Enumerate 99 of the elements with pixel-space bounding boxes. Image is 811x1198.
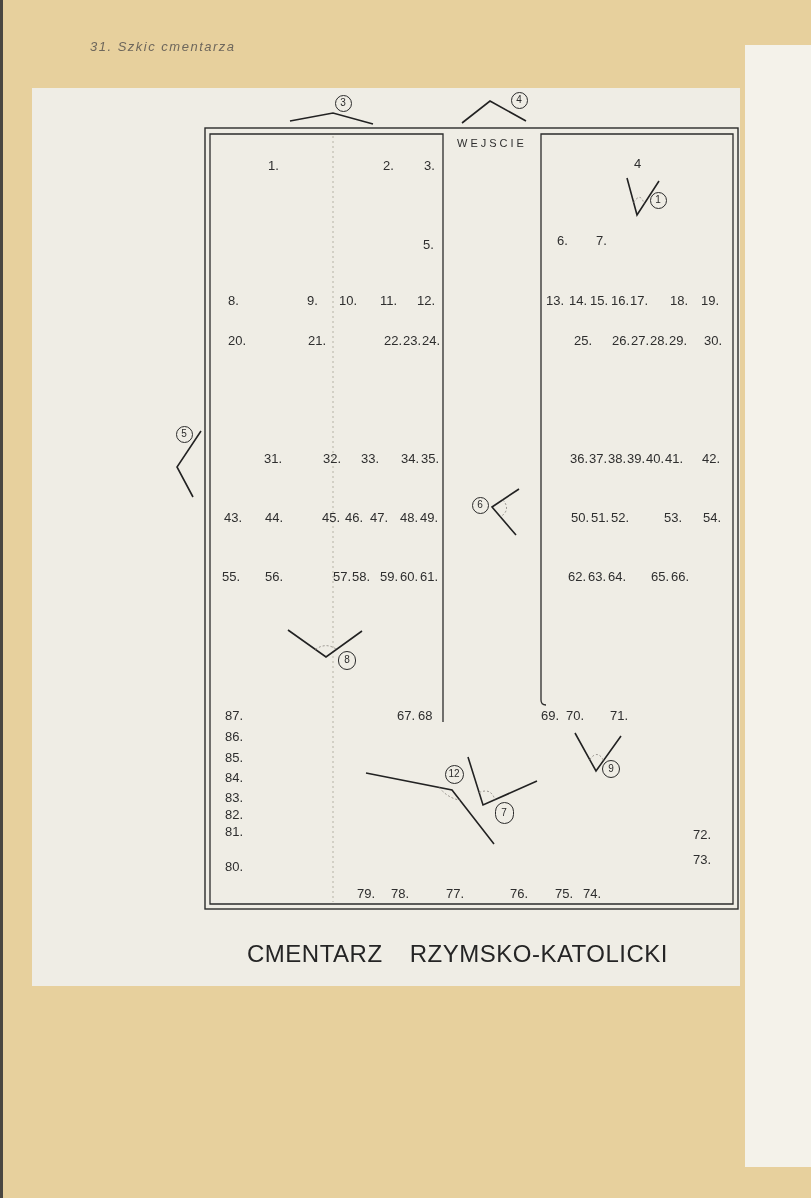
grave-number: 28. [650,334,669,348]
grave-number: 26. [612,334,631,348]
grave-number: 60. [400,570,419,584]
grave-number: 29. [669,334,688,348]
grave-number: 71. [610,709,629,723]
viewpoint-number: 5 [181,429,187,439]
grave-number: 14. [569,294,588,308]
grave-number: 85. [225,751,244,765]
grave-number: 36. [570,452,589,466]
grave-number: 35. [421,452,440,466]
grave-number: 11. [380,294,398,308]
grave-number: 65. [651,570,670,584]
grave-number: 1. [268,159,279,173]
grave-number: 23. [403,334,422,348]
grave-number: 40. [646,452,665,466]
grave-number: 7. [596,234,607,248]
grave-number: 64. [608,570,627,584]
grave-number: 86. [225,730,244,744]
grave-number: 52. [611,511,630,525]
grave-number: 73. [693,853,712,867]
grave-number: 2. [383,159,394,173]
grave-number: 39. [627,452,646,466]
viewpoint-number: 7 [501,808,507,818]
grave-number: 6. [557,234,568,248]
grave-number: 37. [589,452,608,466]
grave-number: 84. [225,771,244,785]
viewpoint-number: 1 [655,195,661,205]
grave-number: 56. [265,570,284,584]
grave-number: 46. [345,511,364,525]
entrance-label: WEJSCIE [457,137,527,149]
grave-number: 15. [590,294,609,308]
grave-number: 78. [391,887,410,901]
grave-number: 43. [224,511,243,525]
grave-number: 79. [357,887,376,901]
grave-number: 27. [631,334,650,348]
grave-number: 17. [630,294,649,308]
grave-number: 4 [634,157,642,171]
grave-number: 8. [228,294,239,308]
grave-number: 20. [228,334,247,348]
grave-number: 49. [420,511,439,525]
grave-number: 32. [323,452,342,466]
grave-number: 44. [265,511,284,525]
grave-number: 31. [264,452,283,466]
viewpoint-number: 6 [477,500,483,510]
grave-number: 9. [307,294,318,308]
grave-number: 61. [420,570,439,584]
grave-number: 18. [670,294,689,308]
grave-number: 22. [384,334,403,348]
grave-number: 55. [222,570,241,584]
grave-number: 57. [333,570,352,584]
viewpoint-number: 9 [608,764,614,774]
viewpoint-number: 8 [344,655,350,665]
plan-caption: CMENTARZ RZYMSKO-KATOLICKI [247,940,669,968]
grave-number: 51. [591,511,610,525]
grave-number: 74. [583,887,602,901]
grave-number: 62. [568,570,587,584]
grave-number: 41. [665,452,684,466]
grave-number: 25. [574,334,593,348]
grave-number: 38. [608,452,627,466]
grave-number: 54. [703,511,722,525]
grave-number: 66. [671,570,690,584]
grave-number: 10. [339,294,358,308]
grave-number: 82. [225,808,244,822]
grave-number: 87. [225,709,244,723]
grave-number: 3. [424,159,435,173]
viewpoint-number: 4 [516,95,522,105]
grave-number: 30. [704,334,723,348]
grave-number: 50. [571,511,590,525]
grave-number: 63. [588,570,607,584]
grave-number: 76. [510,887,529,901]
grave-number: 70. [566,709,585,723]
grave-number: 16. [611,294,630,308]
page-heading: 31. Szkic cmentarza [90,40,236,53]
grave-number: 33. [361,452,380,466]
viewpoint-number: 3 [340,98,346,108]
grave-number: 12. [417,294,436,308]
grave-number: 5. [423,238,434,252]
grave-number: 53. [664,511,683,525]
grave-number: 80. [225,860,244,874]
grave-number: 13. [546,294,565,308]
grave-number: 75. [555,887,574,901]
grave-number: 19. [701,294,720,308]
grave-number: 83. [225,791,244,805]
grave-number: 45. [322,511,341,525]
grave-number: 77. [446,887,465,901]
grave-number: 21. [308,334,327,348]
grave-number: 67. [397,709,416,723]
grave-number: 72. [693,828,712,842]
grave-number: 81. [225,825,244,839]
grave-number: 58. [352,570,371,584]
grave-number: 34. [401,452,420,466]
grave-number: 24. [422,334,441,348]
grave-number: 42. [702,452,721,466]
grave-number: 47. [370,511,389,525]
grave-number: 59. [380,570,399,584]
grave-number: 48. [400,511,419,525]
grave-number: 69. [541,709,560,723]
viewpoint-number: 12 [448,769,460,779]
grave-number: 68 [418,709,433,723]
